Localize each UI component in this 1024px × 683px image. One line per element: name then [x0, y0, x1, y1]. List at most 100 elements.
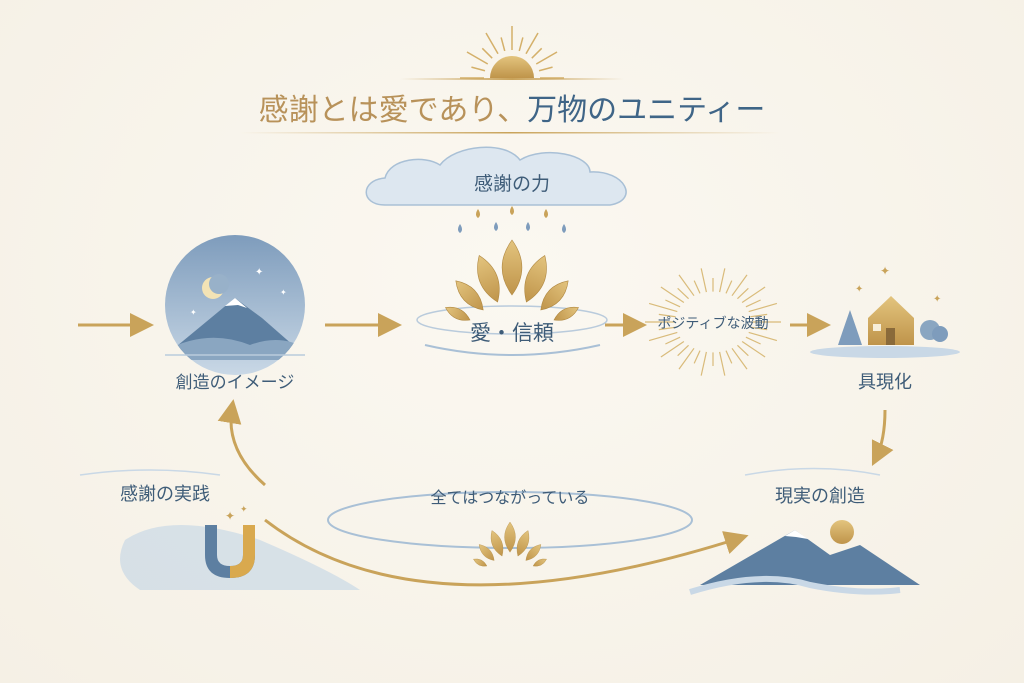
arrow-to-reality-creation [871, 409, 894, 467]
vibration-ray [737, 287, 749, 300]
lotus-petal [473, 558, 488, 567]
lotus-petal [477, 255, 500, 303]
raindrop [494, 222, 498, 231]
title-part-gold: 感謝とは愛であり、 [259, 93, 528, 128]
raindrop [510, 206, 514, 215]
label-power-of-gratitude: 感謝の力 [474, 173, 550, 195]
lotus-petal [553, 306, 579, 321]
raindrop [476, 209, 480, 218]
lotus-petal [445, 306, 471, 321]
sun-ray [481, 47, 493, 59]
title-part-blue: 万物のユニティー [527, 93, 765, 128]
vibration-ray [731, 347, 748, 370]
vibration-ray [665, 336, 681, 345]
vibration-ray [719, 268, 726, 293]
arc-decoration [744, 467, 881, 476]
raindrop [526, 222, 530, 231]
label-positive-vibration: ポジティブな波動 [657, 315, 768, 332]
vibration-ray [658, 326, 676, 331]
vibration-ray [745, 336, 761, 345]
lotus-petal [532, 558, 547, 567]
vibration-ray [731, 274, 748, 297]
vibration-ray [725, 350, 733, 364]
vibration-ray [678, 274, 695, 297]
vibration-ray [700, 268, 707, 293]
vibration-ray [748, 302, 778, 313]
vibration-ray [700, 351, 707, 376]
house-icon: ✦ ✦ ✦ [810, 264, 960, 358]
arrow-practice-to-reality [264, 518, 749, 587]
vibration-ray [648, 331, 678, 342]
sun-ray [471, 66, 486, 72]
vibration-ray [677, 287, 689, 300]
sun-ray [466, 51, 489, 65]
lotus-petal [490, 530, 504, 557]
raindrops-icon [458, 206, 566, 233]
raindrop [562, 224, 566, 233]
vibration-ray [678, 347, 695, 370]
vibration-ray [750, 326, 768, 331]
vibration-ray [741, 286, 766, 303]
lotus-petal [540, 280, 569, 311]
vibration-ray [745, 299, 761, 308]
magnet-icon: ✦✦ [205, 505, 255, 578]
vibration-ray [693, 350, 701, 364]
radiance-icon [645, 268, 781, 376]
water-path [120, 525, 360, 590]
ripple-arc [424, 344, 601, 356]
svg-text:✦: ✦ [225, 509, 235, 523]
sunrise-icon [400, 26, 624, 80]
lotus-petal [501, 239, 523, 296]
sun-ray [525, 32, 539, 55]
night-mountain-icon: ✦ ✦ ✦ [165, 235, 305, 375]
vibration-ray [648, 302, 678, 313]
cloud-icon [365, 146, 627, 206]
lotus-petal [524, 255, 547, 303]
lotus-petal [525, 544, 542, 561]
svg-text:✦: ✦ [280, 288, 287, 297]
vibration-ray [677, 344, 689, 357]
svg-text:✦: ✦ [240, 505, 248, 515]
raindrop [458, 224, 462, 233]
raindrop [544, 209, 548, 218]
page-title: 感謝とは愛であり、万物のユニティー [259, 93, 766, 128]
sun-ray [535, 51, 558, 65]
svg-text:✦: ✦ [933, 294, 941, 305]
vibration-ray [660, 286, 685, 303]
mountain-sun-icon [689, 520, 920, 595]
vibration-ray [725, 280, 733, 294]
vibration-ray [737, 344, 749, 357]
label-practice: 感謝の実践 [120, 484, 210, 505]
sun-ray [538, 66, 553, 72]
vibration-ray [741, 341, 766, 358]
label-all-connected: 全てはつながっている [431, 488, 590, 507]
sun-ray [500, 37, 506, 52]
vibration-ray [665, 299, 681, 308]
svg-text:✦: ✦ [190, 308, 197, 317]
lotus-petal [504, 521, 516, 553]
label-reality-creation: 現実の創造 [775, 486, 865, 507]
svg-text:✦: ✦ [855, 284, 863, 295]
svg-text:✦: ✦ [880, 264, 890, 278]
vibration-ray [658, 313, 676, 318]
sun-ray [518, 37, 524, 52]
water-ripple [416, 305, 608, 335]
vibration-ray [660, 341, 685, 358]
label-creative-image: 創造のイメージ [176, 373, 295, 393]
sun-ray [531, 47, 543, 59]
label-love-trust: 愛・信頼 [470, 321, 554, 345]
lotus-icon [445, 239, 579, 321]
vibration-ray [748, 331, 778, 342]
vibration-ray [719, 351, 726, 376]
title-underline [240, 132, 780, 134]
lotus-petal [455, 280, 484, 311]
svg-text:✦: ✦ [255, 267, 263, 278]
small-lotus-icon [473, 521, 547, 567]
arrow-to-creative-image [217, 399, 266, 487]
vibration-ray [750, 313, 768, 318]
lotus-petal [478, 544, 495, 561]
vibration-ray [693, 280, 701, 294]
label-manifestation: 具現化 [858, 372, 912, 393]
